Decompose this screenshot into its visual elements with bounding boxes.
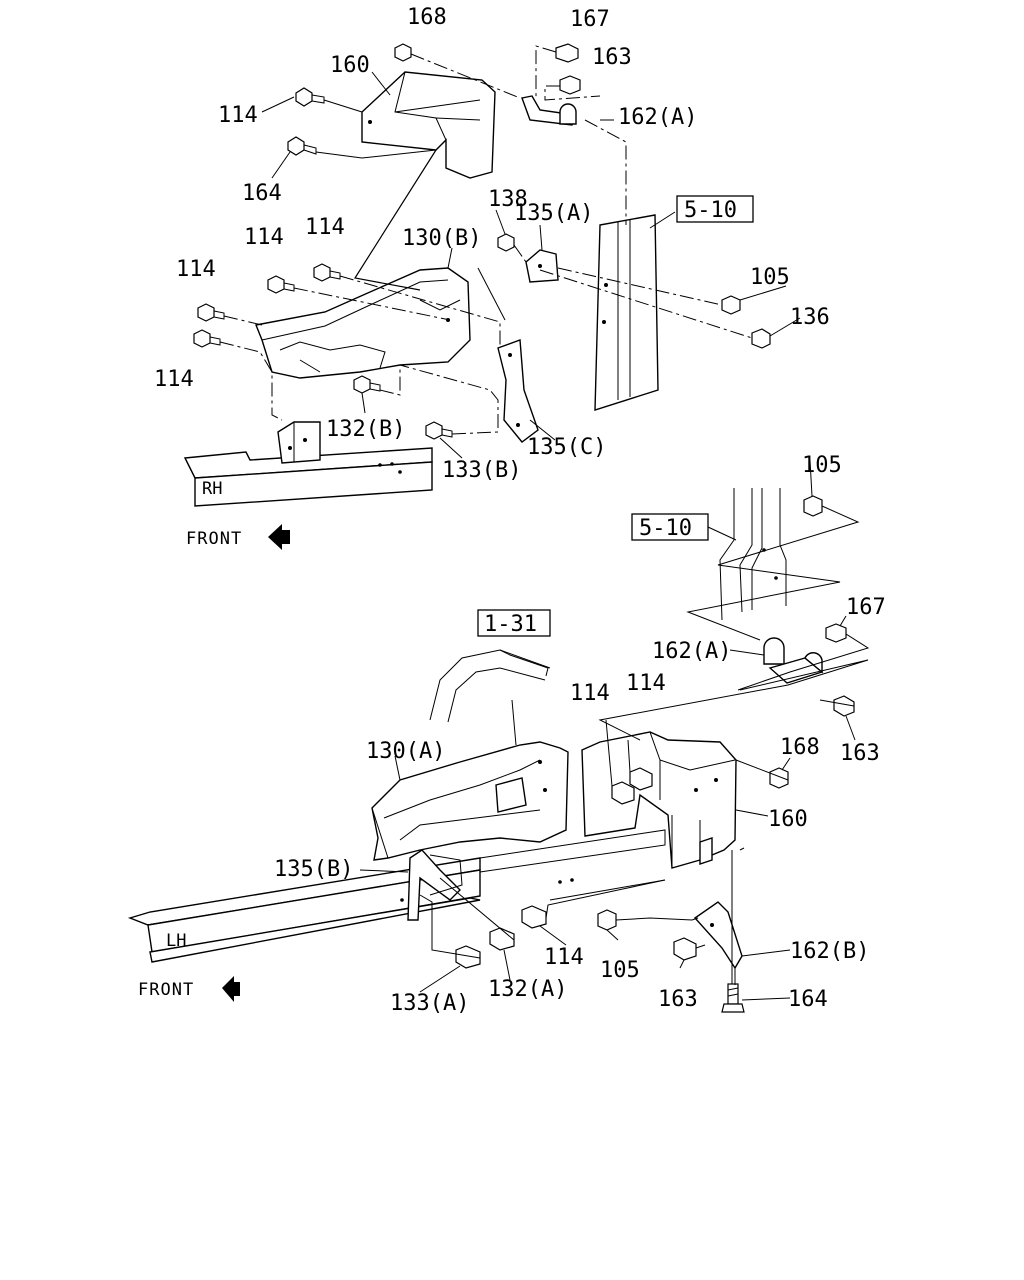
nut-105-icon xyxy=(803,495,823,517)
lh-label-162b: 162(B) xyxy=(790,939,869,964)
lh-label-114-b: 114 xyxy=(626,671,666,696)
lh-label-168: 168 xyxy=(780,735,820,760)
lh-label-114-a: 114 xyxy=(570,681,610,706)
lh-label-130a: 130(A) xyxy=(366,739,445,764)
bolt-114-icon xyxy=(197,303,215,322)
bolt-114-icon xyxy=(611,781,635,805)
lh-label-164: 164 xyxy=(788,987,828,1012)
rh-label-163: 163 xyxy=(592,45,632,70)
rh-label-132b: 132(B) xyxy=(326,417,405,442)
lh-label-114-c: 114 xyxy=(544,945,584,970)
rh-bracket-162a xyxy=(521,95,577,126)
bolt-114-icon xyxy=(267,275,285,294)
lh-bracket-160 xyxy=(581,731,737,869)
rh-label-167: 167 xyxy=(570,7,610,32)
rh-ref-box-frame xyxy=(676,195,754,223)
rh-side-label: RH xyxy=(202,479,222,499)
rh-assembly: RH FRONT xyxy=(154,5,830,550)
rh-front-arrow-icon xyxy=(268,524,290,550)
bolt-114-icon xyxy=(193,329,211,348)
nut-138-icon xyxy=(497,233,515,252)
bolt-133b-icon xyxy=(425,421,443,440)
bolt-163-icon xyxy=(559,75,581,95)
lh-front-label: FRONT xyxy=(138,980,194,1000)
lh-frame-section xyxy=(719,488,787,621)
rh-label-114-c: 114 xyxy=(305,215,345,240)
rh-front-label: FRONT xyxy=(186,529,242,549)
rh-rail-bracket xyxy=(277,421,321,464)
bolt-132b-icon xyxy=(353,375,371,394)
lh-assembly: LH FRONT xyxy=(127,453,886,1016)
lh-bracket-162a xyxy=(763,637,824,684)
rh-labels: 168 167 163 160 114 162(A) 164 138 135(A… xyxy=(154,5,830,483)
bolt-167-icon xyxy=(825,623,847,643)
rh-label-135c: 135(C) xyxy=(527,435,606,460)
rh-label-133b: 133(B) xyxy=(442,458,521,483)
lh-leaders xyxy=(359,459,870,1001)
rh-label-168: 168 xyxy=(407,5,447,30)
lh-bracket-162b xyxy=(693,901,743,970)
bolt-132a-icon xyxy=(489,927,515,951)
lh-side-label: LH xyxy=(166,931,186,951)
rh-bracket-135c xyxy=(497,339,539,443)
rh-label-130b: 130(B) xyxy=(402,226,481,251)
lh-label-135b: 135(B) xyxy=(274,857,353,882)
rh-label-135a: 135(A) xyxy=(514,201,593,226)
rh-label-114-e: 114 xyxy=(154,367,194,392)
lh-front-arrow-icon xyxy=(222,976,240,1002)
rh-label-114-d: 114 xyxy=(176,257,216,282)
bolt-163-icon xyxy=(833,695,855,717)
lh-fasteners xyxy=(455,495,855,1013)
lh-bracket-135b xyxy=(400,849,461,921)
bolt-163-icon xyxy=(673,937,697,961)
lh-label-163-a: 163 xyxy=(840,741,880,766)
nut-105-icon xyxy=(721,295,741,315)
lh-frame-rail xyxy=(127,829,666,963)
lh-label-132a: 132(A) xyxy=(488,977,567,1002)
rh-bracket-130b xyxy=(255,267,471,379)
rh-label-136: 136 xyxy=(790,305,830,330)
bolt-167-icon xyxy=(555,43,579,63)
bolt-114-icon xyxy=(521,905,547,929)
rh-label-138: 138 xyxy=(488,187,528,212)
lh-ref-frame: 5-10 xyxy=(639,516,692,541)
lh-bracket-130a xyxy=(371,741,569,861)
rh-frame-section xyxy=(594,214,659,411)
bolt-136-icon xyxy=(751,328,771,349)
rh-label-162a: 162(A) xyxy=(618,105,697,130)
lh-label-105-a: 105 xyxy=(802,453,842,478)
rh-frame-rail xyxy=(183,447,433,507)
lh-label-133a: 133(A) xyxy=(390,991,469,1016)
rh-label-160: 160 xyxy=(330,53,370,78)
lh-label-105-b: 105 xyxy=(600,958,640,983)
bolt-114-icon xyxy=(629,767,653,791)
rh-ref-frame: 5-10 xyxy=(684,198,737,223)
rh-bracket-160 xyxy=(361,71,496,179)
lh-label-167: 167 xyxy=(846,595,886,620)
lh-label-160: 160 xyxy=(768,807,808,832)
nut-105-icon xyxy=(597,909,617,931)
lh-cab-outline xyxy=(429,649,551,723)
rh-leaders xyxy=(219,45,801,459)
lh-ref-cab: 1-31 xyxy=(484,612,537,637)
rh-fasteners xyxy=(193,43,771,440)
bolt-114-icon xyxy=(313,263,331,282)
lh-label-163-b: 163 xyxy=(658,987,698,1012)
rh-label-105: 105 xyxy=(750,265,790,290)
lh-ref-box-frame xyxy=(631,513,709,541)
nut-168-icon xyxy=(394,43,412,62)
bolt-114-icon xyxy=(295,87,313,107)
rh-bracket-135a xyxy=(525,249,559,283)
rh-label-164: 164 xyxy=(242,181,282,206)
bolt-133a-icon xyxy=(455,945,481,969)
lh-labels: 105 167 162(A) 114 114 163 130(A) 168 16… xyxy=(274,453,886,1016)
nut-168-icon xyxy=(769,767,789,789)
lh-label-162a: 162(A) xyxy=(652,639,731,664)
rh-label-114-b: 114 xyxy=(244,225,284,250)
bolt-164-icon xyxy=(721,983,745,1013)
rh-label-114-a: 114 xyxy=(218,103,258,128)
lh-ref-box-cab xyxy=(477,609,551,637)
